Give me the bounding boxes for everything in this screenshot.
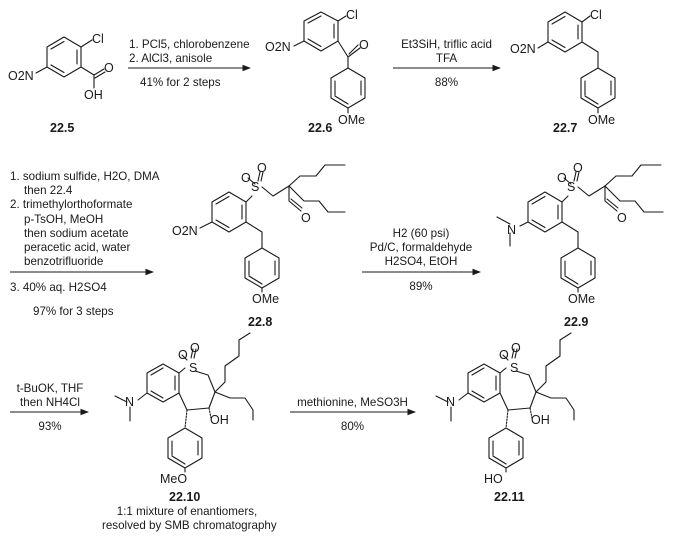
atom-n: N: [125, 395, 134, 409]
compound-label-22-10: 22.10: [169, 490, 201, 504]
yield-step-5: 93%: [38, 420, 62, 433]
condition-line: 2. AlCl3, anisole: [129, 52, 213, 66]
structure-22-6: Cl O OMe: [293, 8, 369, 127]
atom-o1: O: [241, 171, 251, 185]
compound-label-22-8: 22.8: [248, 315, 273, 329]
atom-cho: O: [301, 211, 311, 225]
atom-ome: OMe: [588, 113, 615, 127]
atom-o2: O: [190, 341, 200, 355]
condition-line: H2SO4, EtOH: [384, 255, 458, 269]
compound-label-22-7: 22.7: [553, 121, 578, 135]
atom-cl: Cl: [590, 8, 602, 22]
structure-22-8: S O O O OMe: [199, 161, 346, 306]
atom-n: N: [446, 395, 455, 409]
conditions-step-6: methionine, MeSO3H: [290, 396, 415, 410]
condition-line: then NH4Cl: [20, 396, 80, 410]
atom-ome: OMe: [252, 292, 279, 306]
structure-22-5: Cl O OH: [35, 32, 114, 102]
atom-no2: O2N: [265, 40, 291, 54]
compound-label-22-6: 22.6: [308, 121, 333, 135]
atom-s: S: [251, 180, 259, 194]
atom-n: N: [507, 223, 516, 237]
conditions-step-3-below: 3. 40% aq. H2SO4: [10, 281, 107, 294]
yield-step-3: 97% for 3 steps: [33, 305, 114, 318]
atom-o: O: [104, 61, 114, 75]
structure-22-10: S O O OH MeO N: [114, 332, 254, 486]
atom-ome: OMe: [568, 292, 595, 306]
compound-label-22-9: 22.9: [564, 315, 589, 329]
structure-22-9: S O O O OMe N: [496, 161, 664, 306]
atom-ome: OMe: [338, 113, 365, 127]
structure-22-11: S O O OH HO N: [435, 332, 575, 486]
compound-label-22-5: 22.5: [50, 121, 75, 135]
yield-step-2: 88%: [434, 76, 459, 89]
atom-oh: OH: [531, 413, 550, 427]
atom-no2: O2N: [8, 69, 34, 83]
atom-meo: MeO: [160, 472, 187, 486]
atom-o2: O: [573, 161, 583, 175]
note-line-2: resolved by SMB chromatography: [102, 519, 277, 532]
atom-s: S: [189, 361, 197, 375]
condition-line: then sodium acetate: [24, 226, 129, 240]
condition-line: t-BuOK, THF: [16, 382, 84, 395]
conditions-step-2: Et3SiH, triflic acid TFA: [393, 38, 500, 66]
atom-o2: O: [257, 161, 267, 175]
condition-line: 1. sodium sulfide, H2O, DMA: [10, 170, 160, 183]
condition-line: Et3SiH, triflic acid: [401, 38, 492, 51]
atom-cl: Cl: [346, 8, 358, 22]
condition-line: H2 (60 psi): [392, 227, 450, 240]
condition-line: TFA: [435, 52, 458, 66]
conditions-step-1: 1. PCl5, chlorobenzene 2. AlCl3, anisole: [129, 38, 250, 66]
yield-step-1: 41% for 2 steps: [140, 76, 221, 89]
atom-no2: O2N: [172, 224, 198, 238]
compound-label-22-11: 22.11: [494, 490, 525, 504]
conditions-step-3: 1. sodium sulfide, H2O, DMA then 22.4 2.…: [10, 170, 160, 269]
structure-22-7: Cl OMe: [537, 8, 616, 127]
atom-s: S: [510, 361, 518, 375]
compound-note-22-10: 1:1 mixture of enantiomers, resolved by …: [102, 505, 277, 533]
condition-line: 1. PCl5, chlorobenzene: [129, 38, 250, 51]
condition-line: p-TsOH, MeOH: [24, 212, 104, 226]
atom-o: O: [359, 38, 369, 52]
condition-line: benzotrifluoride: [24, 255, 104, 269]
yield-step-6: 80%: [340, 420, 365, 433]
atom-oh: OH: [84, 88, 103, 102]
atom-oh: OH: [210, 413, 229, 427]
note-line-1: 1:1 mixture of enantiomers,: [116, 505, 258, 518]
atom-o2: O: [511, 341, 521, 355]
atom-ho: HO: [484, 472, 503, 486]
atom-no2: O2N: [510, 42, 536, 56]
atom-o1: O: [499, 348, 509, 362]
yield-step-4: 89%: [409, 280, 433, 293]
condition-line: methionine, MeSO3H: [297, 396, 408, 409]
conditions-step-4: H2 (60 psi) Pd/C, formaldehyde H2SO4, Et…: [362, 227, 480, 270]
condition-line: then 22.4: [24, 184, 73, 198]
atom-o1: O: [178, 348, 188, 362]
atom-o1: O: [557, 171, 567, 185]
atom-cho: O: [617, 211, 627, 225]
atom-cl: Cl: [92, 32, 104, 46]
condition-line: Pd/C, formaldehyde: [369, 241, 473, 255]
atom-s: S: [567, 180, 575, 194]
condition-line: peracetic acid, water: [24, 241, 131, 255]
conditions-step-5: t-BuOK, THF then NH4Cl: [10, 382, 90, 410]
condition-line: 2. trimethylorthoformate: [10, 198, 133, 212]
